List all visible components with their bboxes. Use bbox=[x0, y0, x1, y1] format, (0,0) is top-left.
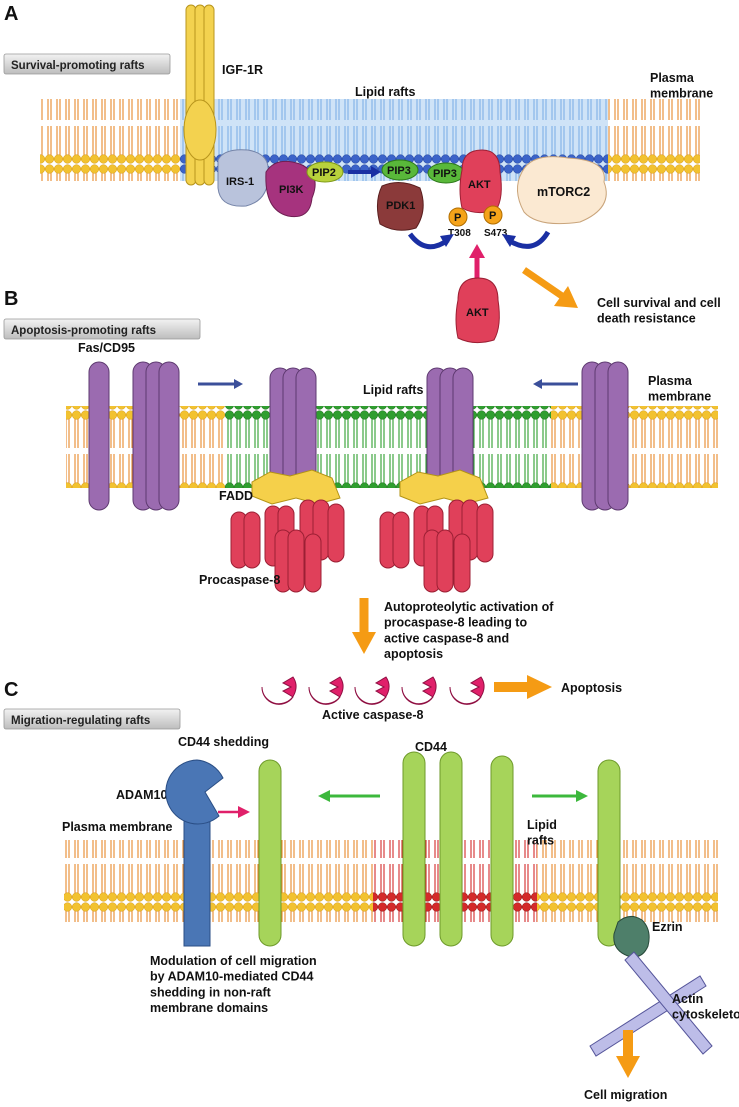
arrow-fas-in-left bbox=[198, 379, 243, 389]
migration-outcome-label: Cell migration bbox=[584, 1088, 667, 1102]
active-caspase-1 bbox=[261, 676, 297, 705]
panel-a: A Survival-promoting rafts IGF-1R Lipid … bbox=[3, 3, 721, 344]
cd44-label: CD44 bbox=[415, 740, 447, 754]
active-caspase-3 bbox=[354, 676, 390, 705]
akt-membrane: AKT bbox=[459, 149, 502, 214]
active-caspase-8-group bbox=[261, 676, 485, 705]
pdk1-label: PDK1 bbox=[386, 200, 415, 212]
procaspase-cluster-left bbox=[230, 499, 345, 593]
pip3-b-label: PIP3 bbox=[433, 168, 457, 180]
arrow-migration bbox=[616, 1030, 640, 1078]
phospho-b-label: P bbox=[489, 210, 496, 222]
panel-b-header: Apoptosis-promoting rafts bbox=[3, 318, 201, 340]
panel-b-letter: B bbox=[4, 288, 18, 310]
panel-a-header: Survival-promoting rafts bbox=[3, 53, 171, 75]
arrow-akt-recruit bbox=[469, 244, 485, 278]
arrow-survival bbox=[522, 267, 578, 308]
actin-cytoskeleton bbox=[589, 951, 713, 1057]
fadd-label: FADD bbox=[219, 489, 253, 503]
lipid-rafts-a-label: Lipid rafts bbox=[355, 85, 415, 99]
fas-receptor-3 bbox=[581, 361, 629, 511]
procaspase-cluster-right bbox=[379, 499, 494, 593]
fadd-right bbox=[399, 469, 489, 505]
procaspase-label: Procaspase-8 bbox=[199, 573, 280, 587]
pip3-b: PIP3 bbox=[427, 162, 465, 184]
active-caspase-5 bbox=[449, 676, 485, 705]
panel-c-header: Migration-regulating rafts bbox=[3, 708, 181, 730]
fas-label: Fas/CD95 bbox=[78, 341, 135, 355]
ezrin-label: Ezrin bbox=[652, 920, 683, 934]
s473-label: S473 bbox=[484, 228, 508, 239]
phospho-a-label: P bbox=[454, 212, 461, 224]
arrow-adam10-cleave bbox=[218, 806, 250, 818]
arrow-mtorc2-curve bbox=[502, 230, 551, 249]
apoptosis-outcome-label: Apoptosis bbox=[561, 681, 622, 695]
pip3-a: PIP3 bbox=[381, 159, 419, 181]
cd44-shedding-label: CD44 shedding bbox=[178, 735, 269, 749]
igf1r-receptor bbox=[183, 4, 217, 186]
fas-receptor-1 bbox=[88, 361, 110, 511]
arrow-pdk1-curve bbox=[407, 232, 454, 250]
panel-a-header-text: Survival-promoting rafts bbox=[11, 60, 145, 72]
igf1r-label: IGF-1R bbox=[222, 63, 263, 77]
adam10-protein bbox=[165, 759, 224, 947]
arrow-cd44-out-left bbox=[318, 790, 380, 802]
pip2: PIP2 bbox=[306, 161, 344, 183]
pip3-a-label: PIP3 bbox=[387, 165, 411, 177]
arrow-pip2-to-pip3 bbox=[348, 166, 381, 178]
akt-cytosol: AKT bbox=[455, 277, 500, 344]
t308-label: T308 bbox=[448, 228, 471, 239]
cd44-shed bbox=[258, 759, 282, 947]
actin-label: Actincytoskeleton bbox=[672, 992, 739, 1022]
akt-membrane-label: AKT bbox=[468, 179, 491, 191]
cd44-right bbox=[597, 759, 621, 947]
active-caspase-4 bbox=[401, 676, 437, 705]
panel-b-header-text: Apoptosis-promoting rafts bbox=[11, 325, 156, 337]
panel-b: B Apoptosis-promoting rafts Fas/CD95 Lip… bbox=[3, 288, 718, 722]
phospho-t308: P bbox=[448, 207, 468, 227]
akt-cytosol-label: AKT bbox=[466, 307, 489, 319]
arrow-cd44-out-right bbox=[532, 790, 588, 802]
panel-c-letter: C bbox=[4, 679, 18, 701]
fas-cluster-right bbox=[426, 367, 474, 499]
fas-cluster-left bbox=[269, 367, 317, 499]
active-caspase-2 bbox=[308, 676, 344, 705]
mtorc2: mTORC2 bbox=[517, 156, 607, 225]
panel-c: C Migration-regulating rafts CD44 sheddi… bbox=[3, 679, 739, 1102]
pip2-label: PIP2 bbox=[312, 167, 336, 179]
ezrin bbox=[613, 916, 650, 958]
active-caspase-label: Active caspase-8 bbox=[322, 708, 424, 722]
phospho-s473: P bbox=[483, 205, 503, 225]
adam10-label: ADAM10 bbox=[116, 788, 167, 802]
plasma-membrane-c-label: Plasma membrane bbox=[62, 820, 173, 834]
panel-c-header-text: Migration-regulating rafts bbox=[11, 715, 150, 727]
pi3k: PI3K bbox=[265, 160, 316, 218]
fas-receptor-2 bbox=[132, 361, 180, 511]
fadd-left bbox=[251, 469, 341, 505]
arrow-apoptosis bbox=[494, 675, 552, 699]
arrow-activation bbox=[352, 598, 376, 654]
pi3k-label: PI3K bbox=[279, 184, 304, 196]
lipid-rafts-b-label: Lipid rafts bbox=[363, 383, 423, 397]
arrow-fas-in-right bbox=[533, 379, 578, 389]
mtorc2-label: mTORC2 bbox=[537, 185, 590, 199]
irs1: IRS-1 bbox=[217, 149, 269, 207]
pdk1: PDK1 bbox=[376, 182, 424, 231]
panel-a-letter: A bbox=[4, 3, 18, 25]
irs1-label: IRS-1 bbox=[226, 176, 254, 188]
cd44-raft-cluster bbox=[402, 751, 514, 947]
